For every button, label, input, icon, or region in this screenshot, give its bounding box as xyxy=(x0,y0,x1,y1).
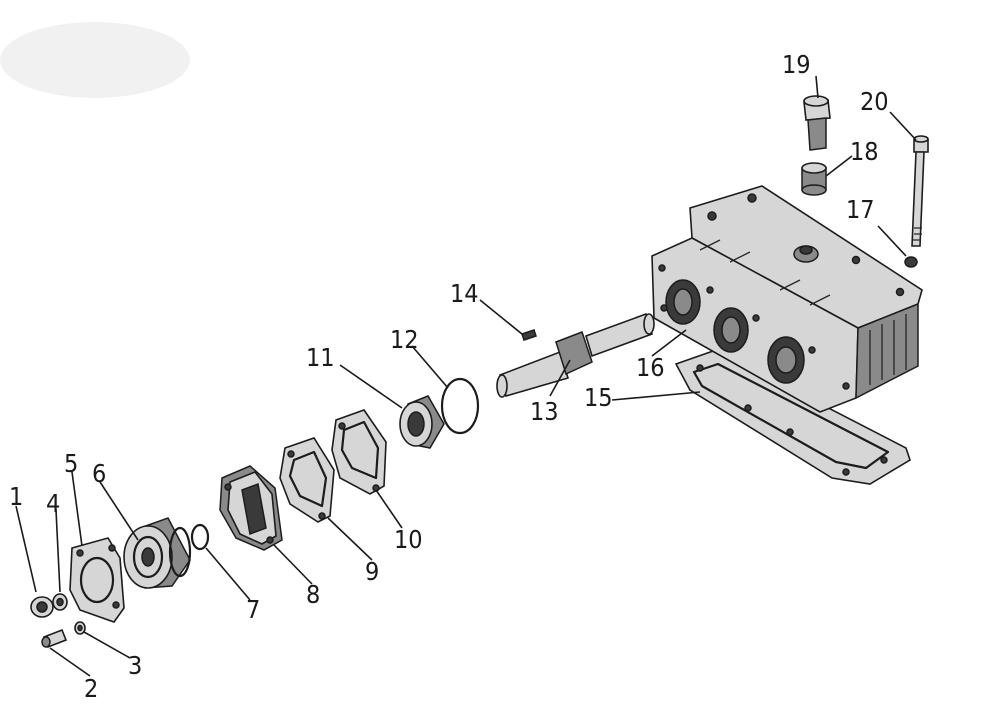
callout-18: 18 xyxy=(850,137,879,166)
part-4-washer xyxy=(52,593,68,611)
part-10-gasket xyxy=(331,409,387,495)
part-7-o-ring xyxy=(190,523,210,551)
part-9-gasket xyxy=(279,437,335,523)
scan-smudge xyxy=(0,22,190,98)
callout-19: 19 xyxy=(782,50,811,79)
callout-10: 10 xyxy=(394,525,423,554)
callout-7: 7 xyxy=(246,595,260,624)
part-19-bolt xyxy=(803,95,831,151)
callout-11: 11 xyxy=(306,343,335,372)
callout-20: 20 xyxy=(860,87,889,116)
callout-17: 17 xyxy=(846,195,875,224)
leader-lines xyxy=(15,75,917,677)
part-14-key xyxy=(521,329,537,341)
part-2-stud xyxy=(41,628,68,649)
part-11-seal xyxy=(399,395,445,449)
part-18-bushing xyxy=(801,162,827,196)
callout-12: 12 xyxy=(390,325,419,354)
callout-5: 5 xyxy=(64,449,78,478)
callout-numbers: 1 2 3 4 5 6 7 8 9 10 11 12 13 14 15 16 1… xyxy=(9,50,889,703)
callout-3: 3 xyxy=(128,651,142,680)
callout-8: 8 xyxy=(306,580,320,609)
part-12-ring xyxy=(440,377,480,435)
part-20-long-bolt xyxy=(911,135,929,247)
part-6-hub xyxy=(123,517,192,589)
callout-14: 14 xyxy=(450,279,479,308)
part-3-washer xyxy=(74,621,86,635)
part-13-shaft xyxy=(496,312,655,398)
part-17-washer xyxy=(904,256,918,268)
callout-4: 4 xyxy=(46,489,60,518)
callout-6: 6 xyxy=(92,459,106,488)
callout-2: 2 xyxy=(84,674,98,703)
callout-9: 9 xyxy=(365,557,379,586)
callout-13: 13 xyxy=(530,397,559,426)
callout-15: 15 xyxy=(584,383,613,412)
part-8-cover xyxy=(219,465,283,551)
part-16-cylinder-head xyxy=(651,185,923,413)
part-1-nut xyxy=(30,596,54,618)
part-5-flange xyxy=(69,537,125,623)
callout-16: 16 xyxy=(636,353,665,382)
callout-1: 1 xyxy=(9,482,23,511)
